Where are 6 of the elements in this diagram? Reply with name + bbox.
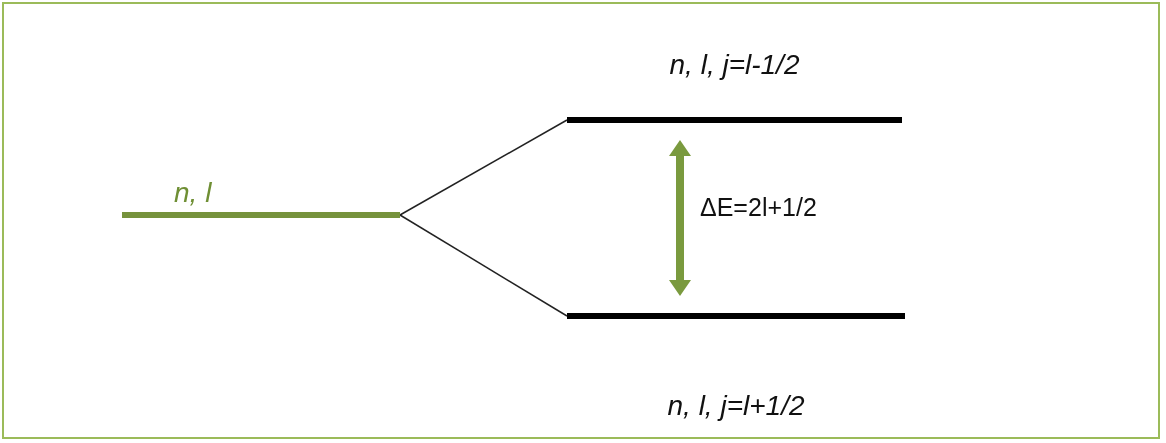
level-label: n, l, j=l-1/2 bbox=[669, 48, 800, 82]
level-label: n, l, j=l+1/2 bbox=[667, 389, 805, 423]
energy-gap-label: ΔE=2l+1/2 bbox=[700, 192, 817, 222]
connector-line bbox=[399, 119, 568, 216]
level-label: n, l bbox=[174, 176, 212, 210]
connector-line bbox=[399, 214, 568, 317]
